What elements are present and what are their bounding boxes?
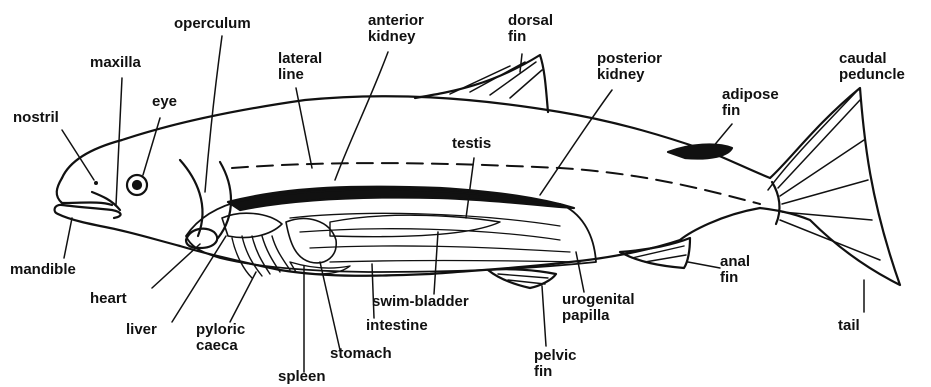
testis-outline [330,215,500,236]
label-nostril: nostril [13,110,59,126]
dorsal-fin [415,55,548,112]
label-heart: heart [90,291,127,307]
label-operculum: operculum [174,16,251,32]
pyloric-caeca [232,236,290,278]
label-intestine: intestine [366,318,428,334]
label-eye: eye [152,94,177,110]
label-maxilla: maxilla [90,55,141,71]
stomach-shape [286,219,336,263]
nostril-dot [94,181,98,185]
label-spleen: spleen [278,369,326,385]
label-mandible: mandible [10,262,76,278]
label-stomach: stomach [330,346,392,362]
eye-pupil [133,181,141,189]
upper-jaw [57,178,112,205]
label-liver: liver [126,322,157,338]
liver-shape [222,213,282,237]
label-testis: testis [452,136,491,152]
heart-shape [186,229,217,248]
operculum-line [180,160,203,236]
label-tail: tail [838,318,860,334]
label-swim-bladder: swim-bladder [372,294,469,310]
pelvic-fin [488,269,556,288]
